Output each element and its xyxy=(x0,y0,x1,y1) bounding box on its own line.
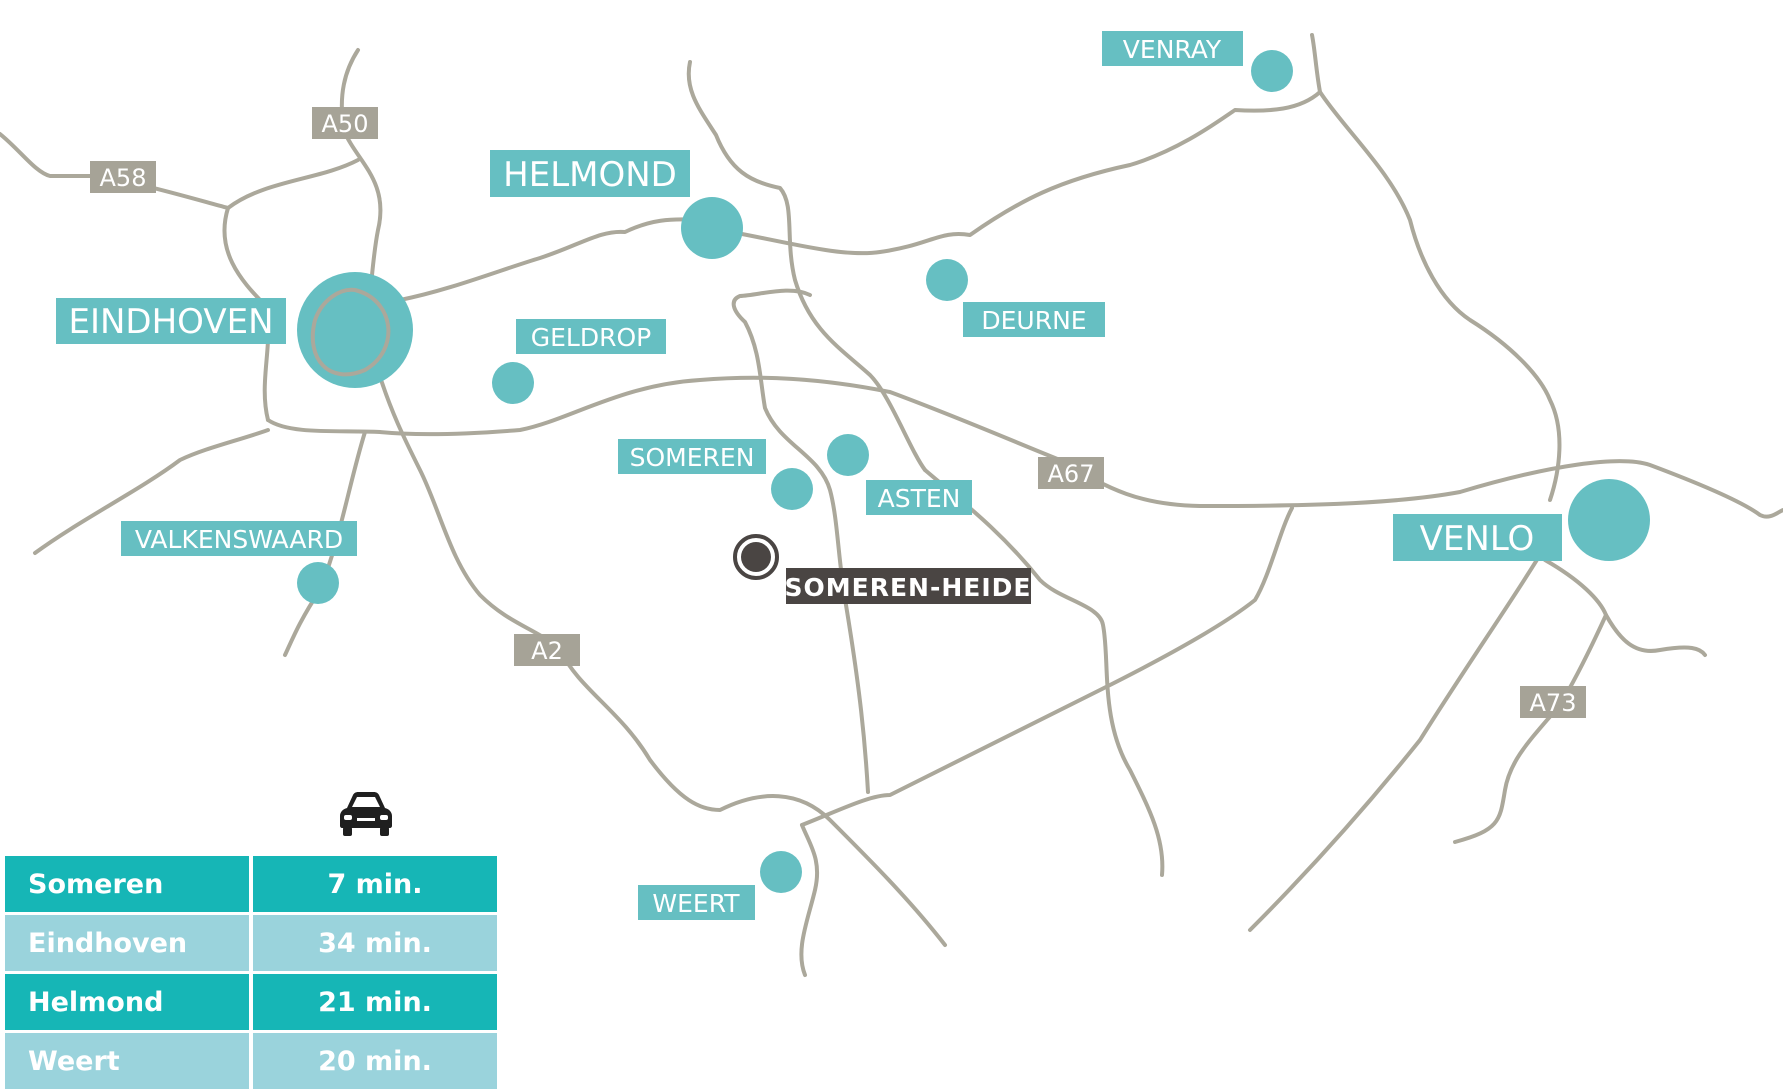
table-row: Helmond 21 min. xyxy=(5,971,497,1030)
city-label-weert: WEERT xyxy=(638,885,755,920)
travel-place: Someren xyxy=(5,856,249,912)
road-venray-venlo xyxy=(1318,90,1562,502)
road-venlo-east xyxy=(1604,613,1707,657)
svg-text:VENLO: VENLO xyxy=(1420,519,1535,559)
city-label-venray: VENRAY xyxy=(1102,31,1243,66)
city-marker-helmond xyxy=(681,197,743,259)
car-icon xyxy=(340,792,392,836)
svg-text:ASTEN: ASTEN xyxy=(878,484,961,513)
highway-label-a58: A58 xyxy=(90,161,156,193)
city-label-eindhoven: EINDHOVEN xyxy=(56,298,286,344)
svg-text:VENRAY: VENRAY xyxy=(1123,35,1222,64)
table-row: Someren 7 min. xyxy=(5,856,497,912)
svg-text:EINDHOVEN: EINDHOVEN xyxy=(68,302,273,342)
svg-text:A58: A58 xyxy=(100,164,147,192)
city-marker-weert xyxy=(760,851,802,893)
svg-text:SOMEREN: SOMEREN xyxy=(630,443,755,472)
svg-text:A73: A73 xyxy=(1530,689,1577,717)
travel-time-table: Someren 7 min. Eindhoven 34 min. Helmond… xyxy=(5,856,497,1089)
highway-labels: A50 A58 A67 A2 A73 xyxy=(90,107,1586,718)
road-a2 xyxy=(376,368,947,947)
travel-place: Weert xyxy=(5,1030,249,1089)
city-marker-someren xyxy=(771,468,813,510)
city-label-valkenswaard: VALKENSWAARD xyxy=(121,521,357,556)
svg-text:WEERT: WEERT xyxy=(652,889,740,918)
city-markers xyxy=(297,50,1650,893)
road-north-ring xyxy=(226,158,360,210)
road-eindhoven-helmond xyxy=(398,217,702,302)
travel-time: 7 min. xyxy=(249,856,497,912)
svg-text:A50: A50 xyxy=(322,110,369,138)
road-weert-south xyxy=(799,823,820,977)
svg-text:A67: A67 xyxy=(1048,460,1095,488)
highway-label-a50: A50 xyxy=(312,107,378,139)
road-eindhoven-ring-overlay xyxy=(310,287,391,377)
road-a67 xyxy=(266,375,1783,519)
highway-label-a2: A2 xyxy=(514,634,580,666)
city-label-deurne: DEURNE xyxy=(963,302,1105,337)
city-marker-venlo xyxy=(1568,479,1650,561)
svg-text:GELDROP: GELDROP xyxy=(531,323,651,352)
road-someren-north xyxy=(731,288,870,794)
highway-label-a73: A73 xyxy=(1520,686,1586,718)
road-southwest xyxy=(33,428,270,555)
table-row: Weert 20 min. xyxy=(5,1030,497,1089)
road-venlo-southwest xyxy=(1248,528,1557,932)
city-marker-valkenswaard xyxy=(297,562,339,604)
svg-text:DEURNE: DEURNE xyxy=(981,306,1086,335)
city-labels: EINDHOVEN HELMOND GELDROP DEURNE VENRAY … xyxy=(56,31,1562,920)
target-label: SOMEREN-HEIDE xyxy=(785,573,1032,602)
city-marker-asten xyxy=(827,434,869,476)
travel-place: Helmond xyxy=(5,971,249,1030)
svg-text:VALKENSWAARD: VALKENSWAARD xyxy=(135,525,343,554)
travel-time: 21 min. xyxy=(249,971,497,1030)
table-row: Eindhoven 34 min. xyxy=(5,912,497,971)
highway-label-a67: A67 xyxy=(1038,457,1104,489)
target-marker: SOMEREN-HEIDE xyxy=(733,534,1032,604)
city-marker-geldrop xyxy=(492,362,534,404)
city-label-venlo: VENLO xyxy=(1393,514,1562,561)
city-label-asten: ASTEN xyxy=(866,480,972,515)
svg-text:HELMOND: HELMOND xyxy=(503,155,677,195)
road-asten-south xyxy=(923,468,1165,877)
road-helmond-venray xyxy=(718,33,1322,256)
travel-time: 34 min. xyxy=(249,912,497,971)
city-label-helmond: HELMOND xyxy=(490,150,690,197)
travel-time: 20 min. xyxy=(249,1030,497,1089)
road-weert-venlo xyxy=(800,506,1294,827)
travel-place: Eindhoven xyxy=(5,912,249,971)
city-marker-deurne xyxy=(926,259,968,301)
road-helmond-north xyxy=(686,60,927,472)
city-label-geldrop: GELDROP xyxy=(516,319,666,354)
svg-text:A2: A2 xyxy=(531,637,563,665)
city-label-someren: SOMEREN xyxy=(618,439,766,474)
city-marker-venray xyxy=(1251,50,1293,92)
